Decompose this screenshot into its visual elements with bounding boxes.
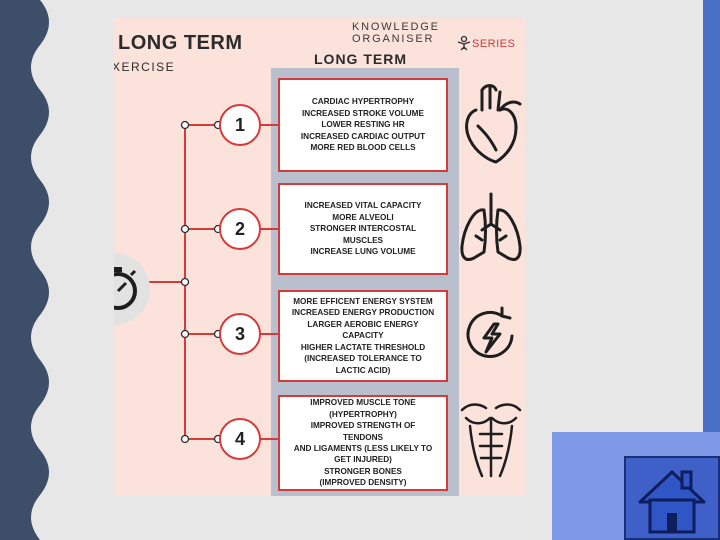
card-line: IMPROVED MUSCLE TONE [310,398,416,408]
card-line: MORE RED BLOOD CELLS [310,143,416,153]
card-line: (HYPERTROPHY) [329,409,397,419]
card-musculoskeletal: IMPROVED MUSCLE TONE (HYPERTROPHY) IMPRO… [278,395,448,491]
card-line: INCREASED ENERGY PRODUCTION [291,308,435,318]
series-label: SERIES [472,38,516,50]
card-line: STRONGER INTERCOSTAL [309,224,417,234]
left-wavy-border [0,0,49,540]
home-button[interactable] [624,456,720,540]
card-line: INCREASE LUNG VOLUME [310,247,416,257]
series-logo-icon [457,35,471,51]
card-line: CAPACITY [342,331,384,341]
knowledge-organiser-label: KNOWLEDGE ORGANISER [352,21,440,45]
card-energy: MORE EFFICENT ENERGY SYSTEM INCREASED EN… [278,290,448,382]
card-line: INCREASED STROKE VOLUME [302,108,424,118]
step-number-4: 4 [219,418,261,460]
card-line: INCREASED CARDIAC OUTPUT [300,131,426,141]
heart-icon [465,84,522,164]
step-number-3: 3 [219,313,261,355]
card-line: MUSCLES [342,235,384,245]
card-line: GET INJURED) [334,455,392,465]
card-line: INCREASED VITAL CAPACITY [304,201,422,211]
column-title: LONG TERM [314,51,407,67]
step-number-2: 2 [219,208,261,250]
card-cardiovascular: CARDIAC HYPERTROPHY INCREASED STROKE VOL… [278,78,448,172]
card-line: LACTIC ACID) [335,365,391,375]
card-line: (IMPROVED DENSITY) [319,478,407,488]
card-line: STRONGER BONES [324,466,402,476]
card-line: (INCREASED TOLERANCE TO [304,354,422,364]
energy-icon [466,306,514,358]
header-subtitle: XERCISE [114,60,176,74]
card-line: AND LIGAMENTS (LESS LIKELY TO [293,444,433,453]
knowledge-organiser-poster: LONG TERM XERCISE KNOWLEDGE ORGANISER SE… [114,18,525,496]
card-line: HIGHER LACTATE THRESHOLD [300,342,426,352]
card-line: LARGER AEROBIC ENERGY [307,319,419,329]
right-blue-band [703,0,720,540]
card-respiratory: INCREASED VITAL CAPACITY MORE ALVEOLI ST… [278,183,448,275]
card-line: IMPROVED STRENGTH OF [310,421,416,431]
home-icon [638,470,706,534]
card-line: CARDIAC HYPERTROPHY [311,97,415,107]
step-number-1: 1 [219,104,261,146]
card-line: LOWER RESTING HR [321,120,405,130]
card-line: MORE ALVEOLI [332,212,394,222]
stopwatch-badge [114,253,150,325]
lungs-icon [460,192,522,261]
stopwatch-icon [114,267,137,310]
torso-muscles-icon [460,403,522,478]
header-title: LONG TERM [118,32,243,54]
card-line: MORE EFFICENT ENERGY SYSTEM [293,297,433,307]
card-line: TENDONS [342,432,384,442]
